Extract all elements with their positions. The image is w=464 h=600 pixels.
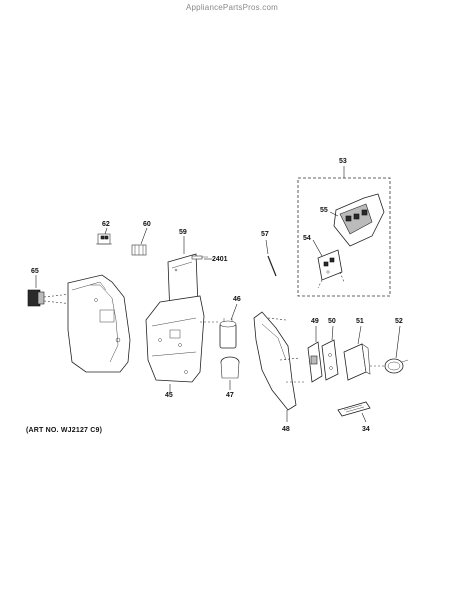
callout-51[interactable]: 51 — [356, 318, 364, 325]
callout-54[interactable]: 54 — [303, 235, 311, 242]
part-34-remote[interactable] — [337, 401, 371, 417]
callout-48[interactable]: 48 — [282, 426, 290, 433]
part-57-rod[interactable] — [267, 255, 277, 277]
callout-46[interactable]: 46 — [233, 296, 241, 303]
leader-55 — [329, 211, 339, 217]
part-48-bezel[interactable] — [253, 311, 306, 411]
callout-57[interactable]: 57 — [261, 231, 269, 238]
callout-50[interactable]: 50 — [328, 318, 336, 325]
callout-49[interactable]: 49 — [311, 318, 319, 325]
leader-54 — [312, 239, 323, 257]
part-52-knob[interactable] — [370, 358, 409, 374]
callout-52[interactable]: 52 — [395, 318, 403, 325]
callout-65[interactable]: 65 — [31, 268, 39, 275]
control-housing-left[interactable] — [67, 274, 131, 373]
part-49-control-board[interactable] — [307, 341, 323, 383]
callout-60[interactable]: 60 — [143, 221, 151, 228]
callout-53[interactable]: 53 — [339, 158, 347, 165]
leader-46 — [230, 303, 238, 321]
leader-52 — [395, 325, 401, 359]
leader-62 — [104, 227, 108, 235]
part-46-capacitor[interactable] — [219, 318, 237, 349]
callout-2401[interactable]: 2401 — [212, 256, 228, 263]
leader-57 — [265, 239, 269, 255]
part-45-bracket[interactable] — [145, 295, 218, 383]
part-51-cover[interactable] — [343, 343, 371, 381]
part-60-terminal[interactable] — [131, 244, 147, 256]
callout-62[interactable]: 62 — [102, 221, 110, 228]
part-65-connector[interactable] — [27, 289, 83, 307]
callout-59[interactable]: 59 — [179, 229, 187, 236]
callout-55[interactable]: 55 — [320, 207, 328, 214]
leader-51 — [357, 325, 362, 345]
part-55-display-panel[interactable] — [333, 193, 385, 247]
callout-34[interactable]: 34 — [362, 426, 370, 433]
callout-47[interactable]: 47 — [226, 392, 234, 399]
leader-34 — [361, 412, 367, 423]
site-watermark: AppliancePartsPros.com — [186, 3, 278, 12]
part-47-strap[interactable] — [220, 356, 240, 379]
part-62-relay[interactable] — [96, 233, 112, 245]
part-2401-screw[interactable] — [191, 255, 208, 260]
leader-50 — [331, 325, 334, 341]
callout-45[interactable]: 45 — [165, 392, 173, 399]
part-50-board-holder[interactable] — [321, 339, 339, 381]
art-number: (ART NO. WJ2127 C9) — [26, 427, 103, 434]
leader-60 — [140, 227, 148, 245]
part-54-display-board[interactable] — [317, 249, 345, 289]
